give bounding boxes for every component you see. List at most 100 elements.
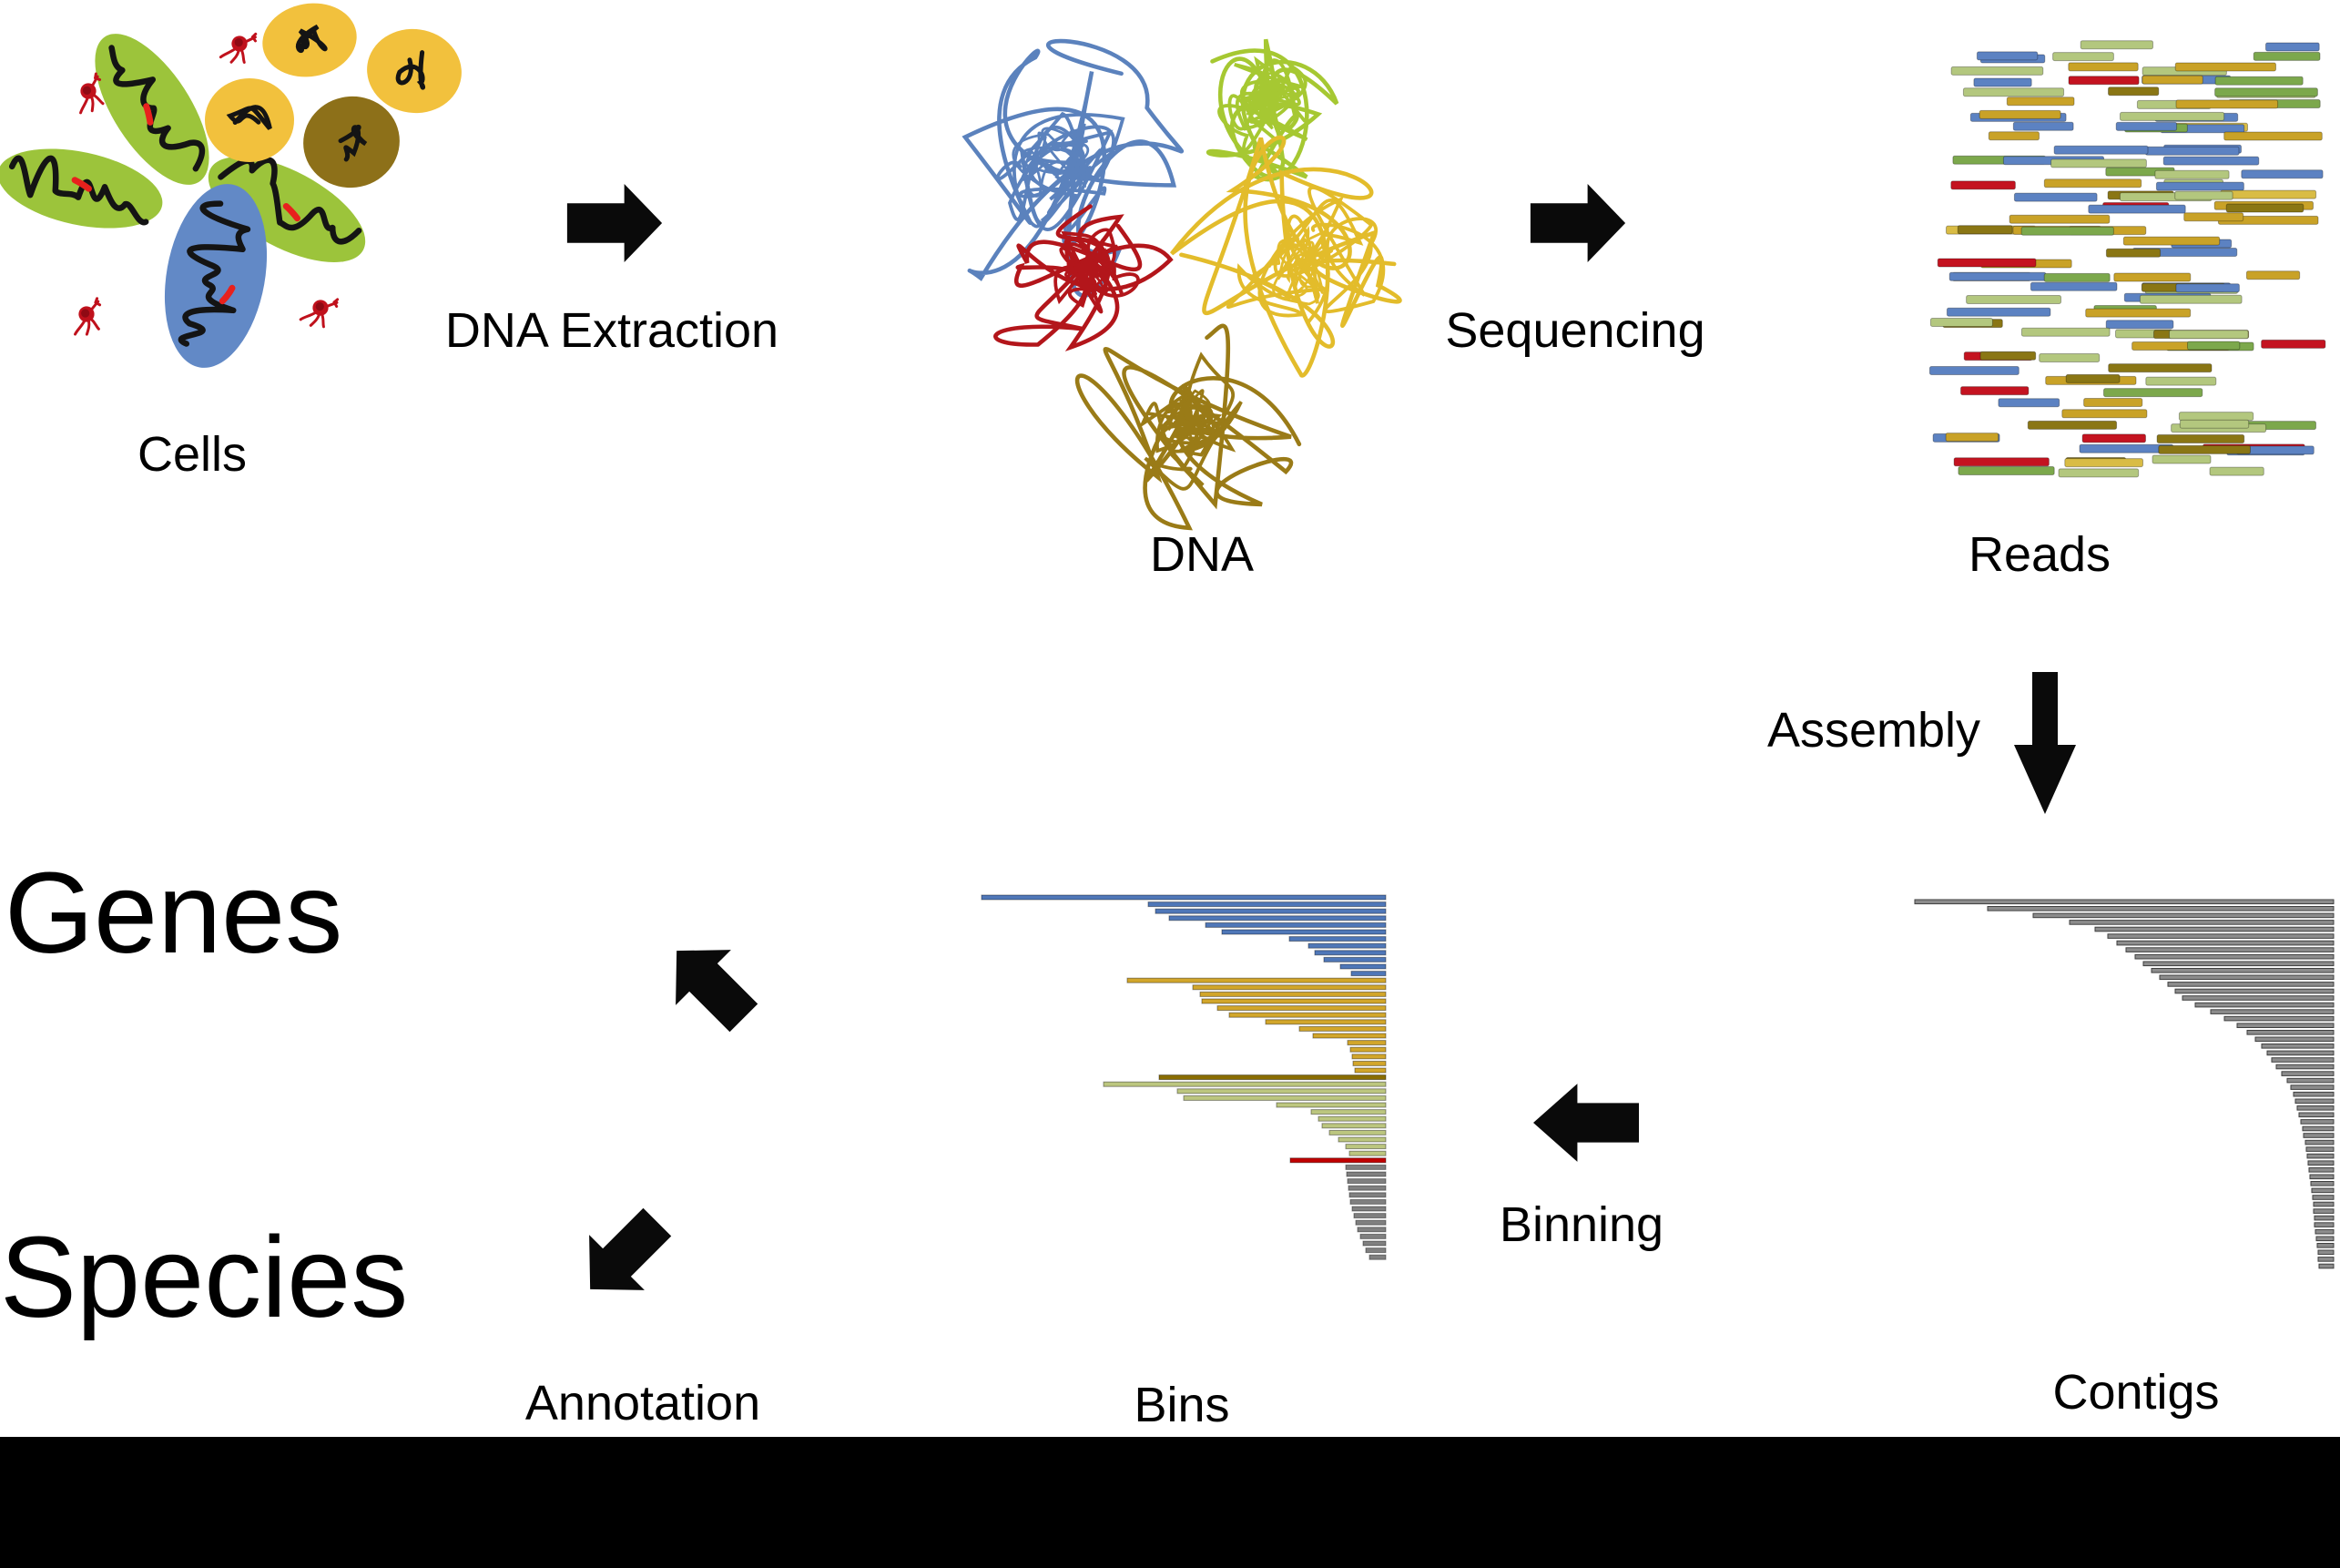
contig-bar	[2305, 1146, 2335, 1152]
read-fragment	[2142, 75, 2203, 85]
read-fragment	[2113, 272, 2192, 282]
bin-gold	[1352, 1060, 1387, 1066]
read-fragment	[2175, 283, 2240, 293]
bin-blue	[1221, 929, 1387, 935]
read-fragment	[2115, 121, 2178, 131]
contig-bar	[2290, 1084, 2335, 1090]
chromosome-squiggle	[218, 157, 362, 245]
dna-tangles-illustration	[961, 38, 1402, 531]
phage-icon	[299, 298, 340, 329]
yeast-yellow-cell	[205, 78, 294, 162]
read-fragment	[2020, 226, 2114, 236]
bin-gold	[1354, 1067, 1387, 1074]
bin-gray	[1368, 1254, 1387, 1260]
bin-blue	[1288, 936, 1387, 942]
label-reads: Reads	[1968, 527, 2111, 582]
label-assembly: Assembly	[1766, 703, 1981, 758]
read-fragment	[2039, 353, 2101, 362]
read-fragment	[2081, 433, 2147, 443]
bacterium-rod-cell	[208, 156, 366, 263]
bin-gold	[1201, 998, 1387, 1004]
read-fragment	[2156, 434, 2245, 443]
label-species: Species	[0, 1213, 409, 1341]
chromosome-red-mark	[143, 103, 154, 126]
bin-light-green	[1310, 1109, 1387, 1115]
read-fragment	[2068, 62, 2139, 72]
read-fragment	[1929, 318, 1993, 327]
contig-bar	[2107, 933, 2335, 939]
read-fragment	[2183, 212, 2244, 222]
contig-bar	[2210, 1009, 2335, 1014]
bin-gray	[1362, 1240, 1387, 1247]
contig-bar	[2142, 961, 2335, 967]
bins-bars	[981, 894, 1387, 1260]
read-fragment	[1979, 351, 2037, 361]
bin-light-green	[1276, 1102, 1387, 1108]
contig-bar	[2167, 982, 2335, 987]
read-fragment	[2152, 454, 2212, 464]
label-annotation: Annotation	[524, 1376, 761, 1431]
contig-bar	[2125, 947, 2335, 952]
read-fragment	[2245, 270, 2301, 280]
bin-dark-olive	[1158, 1074, 1387, 1081]
contig-bar	[2293, 1091, 2335, 1097]
read-fragment	[2058, 468, 2140, 478]
label-genes: Genes	[5, 849, 343, 977]
bin-blue	[1323, 956, 1387, 962]
arrow-assembly	[2014, 672, 2076, 814]
chromosome-squiggle	[178, 200, 251, 347]
contig-bar	[2032, 912, 2335, 919]
bin-gray	[1353, 1213, 1387, 1219]
read-fragment	[2241, 169, 2324, 179]
bin-gold	[1349, 1046, 1387, 1053]
contig-bar	[2134, 953, 2335, 960]
read-fragment	[2085, 308, 2192, 318]
bin-gray	[1348, 1185, 1387, 1191]
read-fragment	[2174, 62, 2276, 72]
bacterium-rod-cell	[0, 148, 163, 229]
read-fragment	[2175, 99, 2279, 109]
read-fragment	[1957, 225, 2013, 235]
contig-bar	[2308, 1167, 2335, 1173]
label-cells: Cells	[137, 427, 248, 482]
bin-light-green	[1176, 1088, 1387, 1095]
bin-gray	[1347, 1178, 1387, 1185]
read-fragment	[1948, 271, 2047, 281]
bottom-black-bar	[0, 1437, 2340, 1568]
read-fragment	[2261, 339, 2326, 349]
bin-light-green	[1338, 1136, 1387, 1143]
read-fragment	[2065, 373, 2121, 383]
read-fragment	[2174, 190, 2233, 200]
read-fragment	[2013, 192, 2098, 202]
contig-bar	[2315, 1236, 2335, 1242]
contig-bar	[2314, 1215, 2335, 1221]
read-fragment	[2162, 156, 2260, 166]
bacterium-rod-cell	[95, 34, 209, 185]
read-fragment	[1973, 77, 2032, 87]
contig-bar	[2302, 1125, 2335, 1132]
bin-blue	[1147, 901, 1387, 908]
dark-gold-genome-tangle	[1074, 323, 1302, 531]
read-fragment	[2012, 121, 2074, 131]
read-fragment	[1946, 307, 2051, 317]
red-genome-tangle	[993, 204, 1174, 351]
contig-bar	[2313, 1208, 2335, 1214]
read-fragment	[2105, 320, 2174, 330]
read-fragment	[2178, 412, 2254, 422]
bin-gray	[1357, 1227, 1387, 1233]
chromosome-loop	[226, 105, 272, 130]
read-fragment	[1966, 295, 2062, 304]
bin-blue	[1155, 908, 1387, 914]
contig-bar	[2313, 1201, 2335, 1207]
contig-bar	[2246, 1030, 2335, 1035]
label-dna-extraction: DNA Extraction	[444, 303, 779, 358]
read-fragment	[2083, 398, 2143, 407]
bin-gray	[1351, 1206, 1387, 1212]
read-fragment	[2006, 97, 2075, 107]
read-fragment	[2103, 388, 2203, 398]
label-dna: DNA	[1149, 527, 1255, 582]
read-fragment	[2214, 76, 2304, 86]
contig-bar	[2174, 988, 2335, 994]
bin-gold	[1199, 991, 1387, 997]
